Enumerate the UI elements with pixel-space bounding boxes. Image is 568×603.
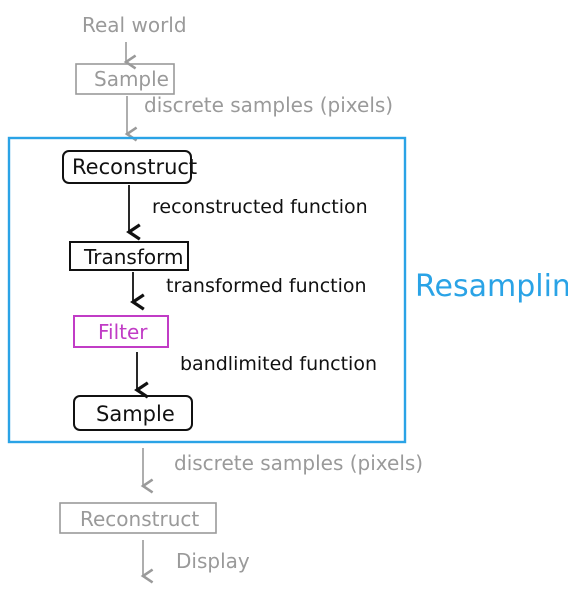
filter-node-box — [73, 315, 169, 348]
filter-node-label: Filter — [98, 320, 148, 344]
reconstruct-node-bottom: Reconstruct — [59, 502, 217, 534]
sample-node-top: Sample — [75, 63, 175, 95]
sample-node-inner-box — [73, 395, 193, 431]
filter-node: Filter — [73, 315, 169, 348]
transform-node: Transform — [69, 241, 189, 271]
reconstruct-node-label: Reconstruct — [72, 155, 197, 179]
transform-node-label: Transform — [83, 245, 183, 269]
sample-node-inner-label: Sample — [96, 402, 175, 426]
edge-label-reconstructed-function: reconstructed function — [152, 196, 368, 218]
reconstruct-node-bottom-label: Reconstruct — [80, 507, 199, 531]
edge-label-discrete-samples-bottom: discrete samples (pixels) — [174, 451, 423, 475]
reconstruct-node-box — [62, 150, 192, 184]
transform-node-box — [69, 241, 189, 271]
sample-node-inner: Sample — [73, 395, 193, 431]
edge-label-transformed-function: transformed function — [166, 275, 367, 297]
sample-node-top-label: Sample — [94, 67, 169, 91]
resampling-title: Resampling — [415, 269, 568, 304]
resampling-frame — [7, 136, 407, 444]
real-world-label: Real world — [82, 13, 187, 37]
edge-label-display: Display — [176, 549, 250, 573]
reconstruct-node-bottom-box — [59, 502, 217, 534]
edge-label-bandlimited-function: bandlimited function — [180, 353, 377, 375]
reconstruct-node: Reconstruct — [62, 150, 197, 184]
sample-node-top-box — [75, 63, 175, 95]
edge-label-discrete-samples-top: discrete samples (pixels) — [144, 93, 393, 117]
